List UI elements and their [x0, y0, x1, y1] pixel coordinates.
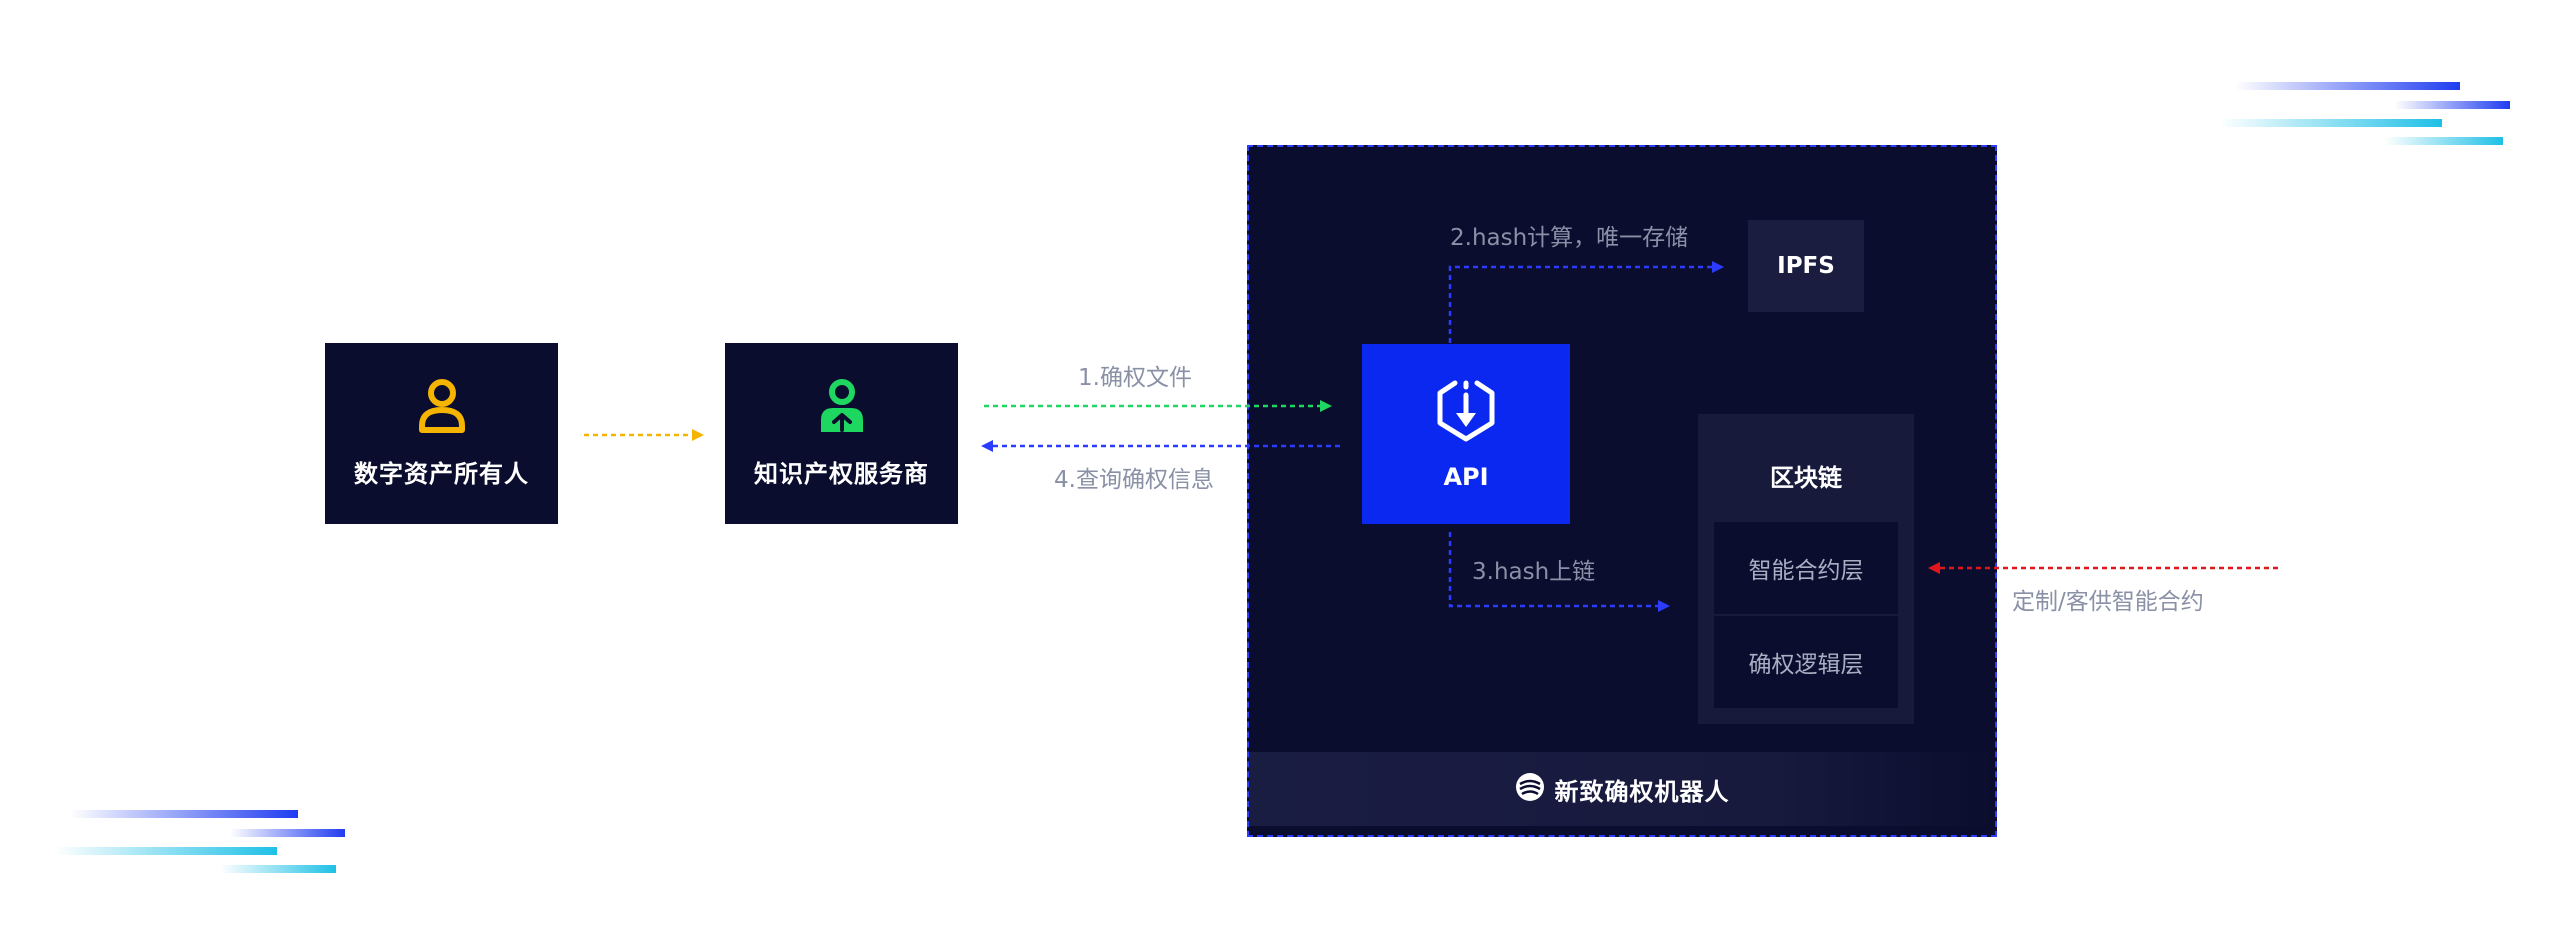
flow-label-step1: 1.确权文件 [1078, 365, 1192, 391]
robot-logo-icon [1515, 772, 1545, 806]
blockchain-block: 区块链 智能合约层 确权逻辑层 [1698, 414, 1914, 724]
layer-label: 确权逻辑层 [1748, 652, 1864, 678]
service-provider-icon [817, 378, 867, 440]
decorative-speed-line [2395, 101, 2510, 109]
download-shield-icon [1435, 377, 1497, 447]
api-label: API [1443, 463, 1489, 491]
decorative-speed-line [230, 829, 345, 837]
layer-label: 智能合约层 [1748, 558, 1864, 584]
node-label: 知识产权服务商 [754, 460, 929, 488]
flow-label-custom-contract: 定制/客供智能合约 [2012, 589, 2204, 615]
decorative-speed-line [2220, 119, 2442, 127]
decorative-speed-line [2385, 137, 2503, 145]
flow-arrow-owner-to-provider [584, 429, 704, 441]
rights-logic-layer: 确权逻辑层 [1714, 616, 1898, 708]
node-label: 数字资产所有人 [354, 460, 529, 488]
ipfs-label: IPFS [1777, 253, 1835, 279]
flow-arrow-custom-contract [1928, 562, 2278, 574]
user-icon [417, 378, 467, 440]
flow-label-step4: 4.查询确权信息 [1054, 467, 1214, 493]
decorative-speed-line [220, 865, 336, 873]
blockchain-title: 区块链 [1770, 464, 1842, 492]
flow-arrow-step2 [1448, 261, 1724, 343]
flow-label-step2: 2.hash计算，唯一存储 [1450, 225, 1689, 251]
smart-contract-layer: 智能合约层 [1714, 522, 1898, 614]
flow-arrow-step1 [984, 400, 1332, 412]
flow-arrow-step3 [1448, 532, 1670, 612]
api-block: API [1362, 344, 1570, 524]
robot-label: 新致确权机器人 [1554, 777, 1730, 806]
node-ip-service-provider: 知识产权服务商 [725, 343, 958, 524]
ipfs-block: IPFS [1748, 220, 1864, 312]
decorative-speed-line [2235, 82, 2460, 90]
decorative-speed-line [55, 847, 277, 855]
flow-arrow-step4 [981, 440, 1340, 452]
robot-footer: 新致确权机器人 [1249, 752, 1995, 826]
node-digital-asset-owner: 数字资产所有人 [325, 343, 558, 524]
flow-label-step3: 3.hash上链 [1472, 559, 1596, 585]
decorative-speed-line [70, 810, 298, 818]
